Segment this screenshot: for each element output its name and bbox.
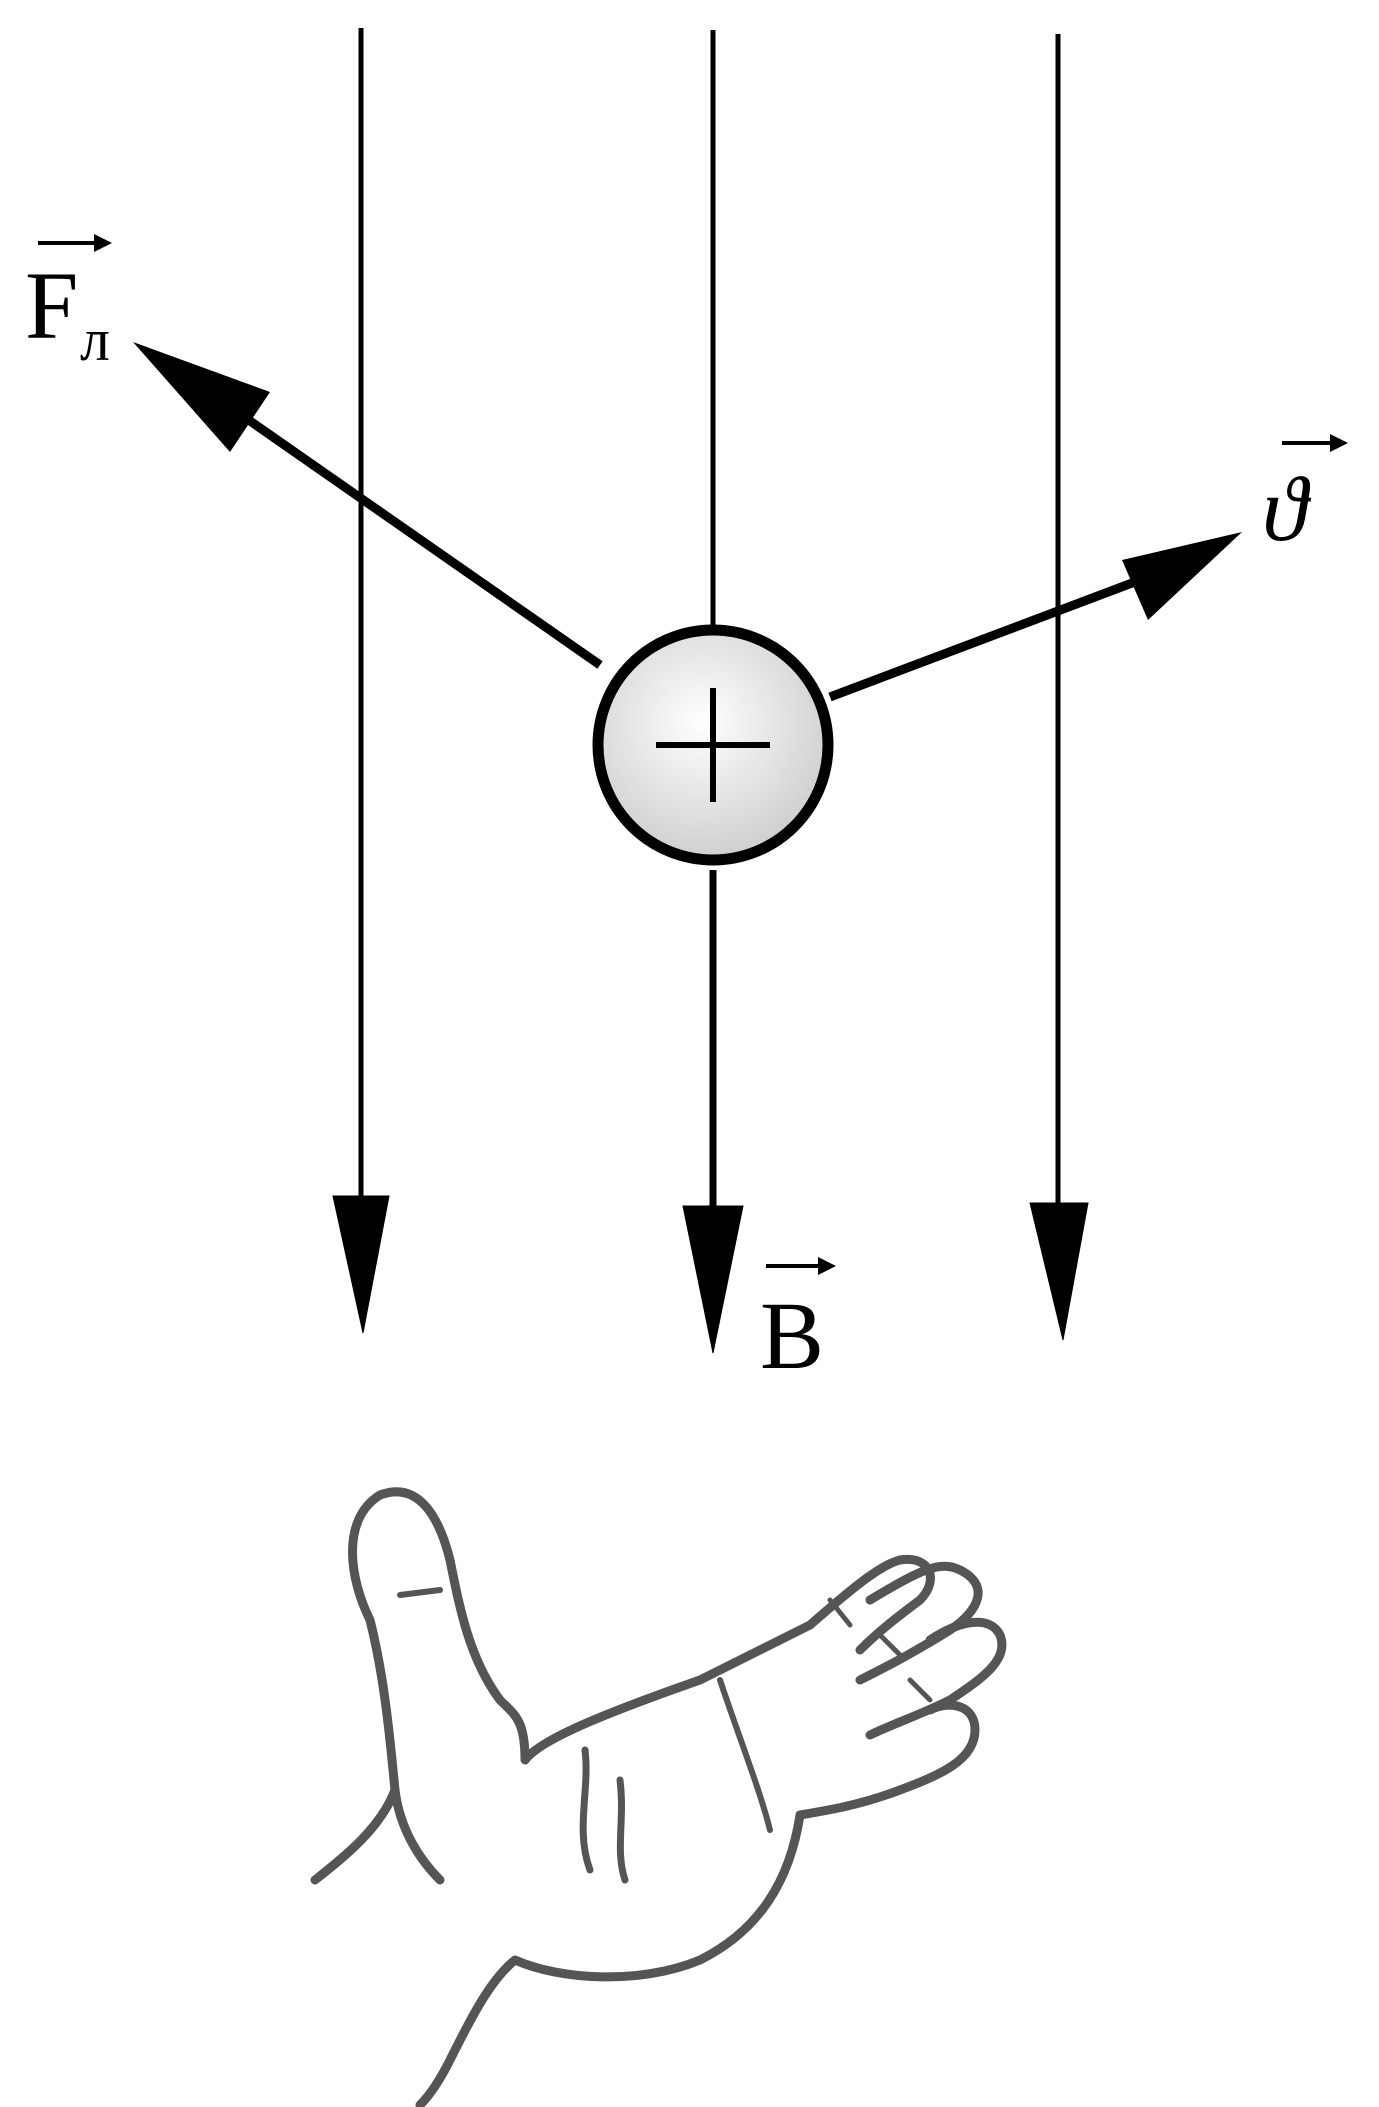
velocity-vector <box>828 532 1242 702</box>
velocity-vector-arrowhead <box>1122 532 1242 620</box>
force-label-subscript: л <box>80 307 110 373</box>
velocity-label: ϑ <box>1262 434 1348 560</box>
left-hand-icon <box>310 1487 1007 2107</box>
magnetic-field-lines <box>332 28 1089 1354</box>
field-line-right-arrowhead <box>1029 1202 1089 1341</box>
positive-charge-icon <box>592 624 834 866</box>
force-vector-line <box>217 396 603 669</box>
force-label: F л <box>25 234 112 373</box>
field-line-left-arrowhead <box>332 1195 390 1334</box>
velocity-vector-line <box>828 575 1142 702</box>
velocity-label-symbol: ϑ <box>1262 458 1312 560</box>
field-line-center-arrowhead <box>682 1205 744 1354</box>
force-vector <box>133 342 603 669</box>
field-label: B <box>760 1257 836 1389</box>
field-label-symbol: B <box>760 1282 824 1389</box>
force-vector-arrowhead <box>133 342 270 452</box>
force-label-symbol: F <box>25 252 78 359</box>
